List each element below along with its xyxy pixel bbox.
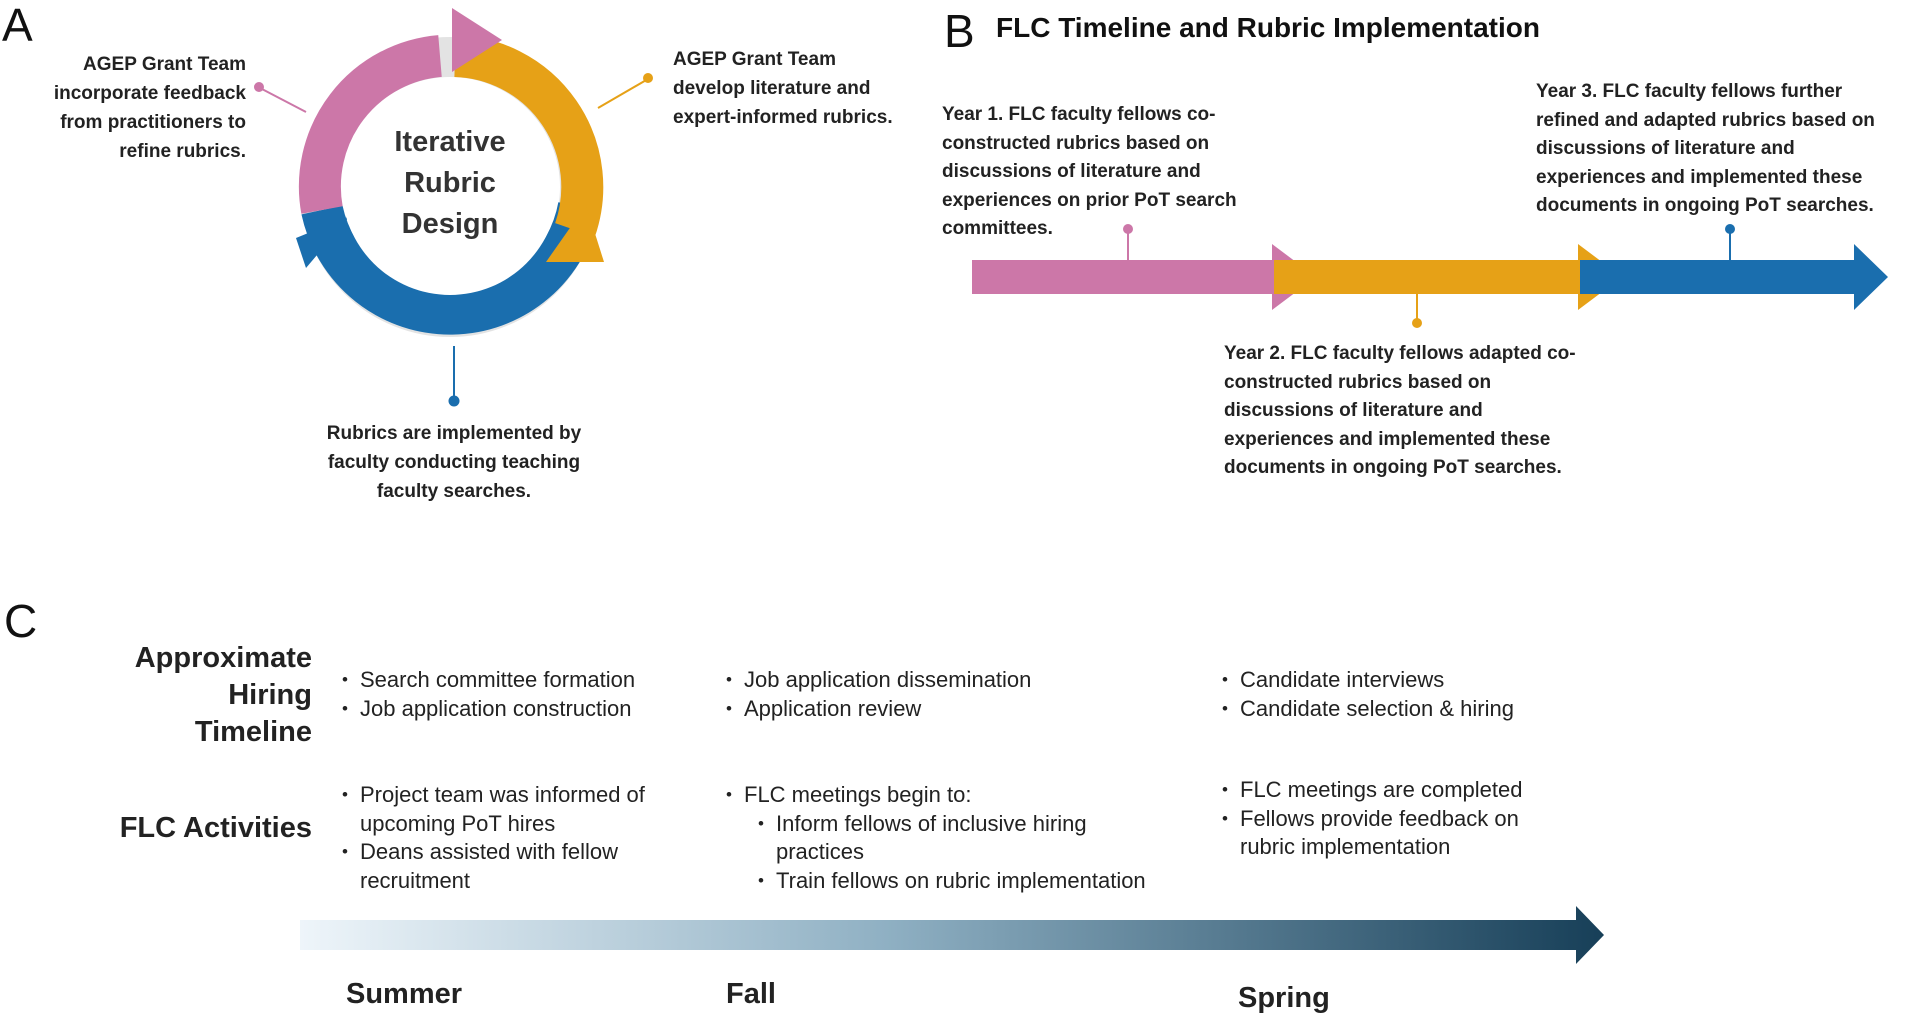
list-item-continuation: recruitment — [360, 867, 471, 893]
list-subitem: Inform fellows of inclusive hiring — [726, 810, 1146, 839]
callout-dot-pink — [254, 82, 264, 92]
list-item: Candidate selection & hiring — [1222, 695, 1514, 724]
cycle-arrowhead-orange — [546, 205, 604, 262]
hiring-fall-list: Job application dissemination Applicatio… — [726, 666, 1031, 723]
season-label-fall: Fall — [726, 978, 776, 1010]
panel-letter-c: C — [4, 595, 38, 647]
cycle-label-orange: AGEP Grant Team develop literature and e… — [673, 49, 893, 128]
list-subitem-continuation: practices — [776, 839, 865, 864]
list-item: Deans assisted with fellow — [342, 838, 645, 867]
season-arrow-shape — [300, 906, 1604, 964]
season-label-summer: Summer — [346, 978, 463, 1010]
list-subitem: Train fellows on rubric implementation — [726, 867, 1146, 896]
hiring-spring-list: Candidate interviews Candidate selection… — [1222, 666, 1514, 723]
timeline-label-year3: Year 3. FLC faculty fellows further refi… — [1536, 81, 1875, 216]
cycle-label-blue: Rubrics are implemented by faculty condu… — [326, 423, 582, 502]
season-label-spring: Spring — [1238, 982, 1330, 1014]
list-item: Candidate interviews — [1222, 666, 1514, 695]
timeline-arrow-year3 — [1580, 244, 1888, 310]
panel-letter-a: A — [2, 0, 33, 51]
cycle-center-label: Iterative Rubric Design — [394, 126, 506, 240]
cycle-arrowhead-blue — [296, 216, 350, 268]
flc-fall-list: FLC meetings begin to: Inform fellows of… — [726, 781, 1146, 895]
callout-dot-orange — [643, 73, 653, 83]
list-item: FLC meetings are completed — [1222, 776, 1522, 805]
list-item: Fellows provide feedback on — [1222, 805, 1522, 834]
row-head-flc-activities: FLC Activities — [119, 812, 312, 844]
list-item: Job application construction — [342, 695, 635, 724]
panel-b-title: FLC Timeline and Rubric Implementation — [996, 12, 1540, 43]
cycle-label-pink: AGEP Grant Team incorporate feedback fro… — [53, 54, 246, 162]
flc-summer-list: Project team was informed of upcoming Po… — [342, 781, 645, 895]
list-item: Project team was informed of — [342, 781, 645, 810]
list-item: Application review — [726, 695, 1031, 724]
season-gradient-arrow — [300, 906, 1604, 964]
row-head-hiring-timeline: Approximate Hiring Timeline — [134, 642, 312, 748]
cycle-center-circle — [342, 79, 558, 295]
list-item: FLC meetings begin to: — [726, 781, 1146, 810]
callout-dot-year1 — [1123, 224, 1133, 234]
callout-dot-year2 — [1412, 318, 1422, 328]
callout-dot-year3 — [1725, 224, 1735, 234]
hiring-summer-list: Search committee formation Job applicati… — [342, 666, 635, 723]
timeline-arrow-year1 — [972, 244, 1316, 310]
panel-letter-b: B — [944, 5, 975, 57]
list-item: Search committee formation — [342, 666, 635, 695]
iterative-cycle-diagram — [254, 8, 653, 407]
list-item-continuation: upcoming PoT hires — [360, 810, 556, 836]
timeline-arrow-year2 — [1274, 244, 1622, 310]
flc-spring-list: FLC meetings are completed Fellows provi… — [1222, 776, 1522, 862]
cycle-arrow-pink — [298, 35, 443, 214]
list-item-continuation: rubric implementation — [1240, 834, 1451, 859]
list-item: Job application dissemination — [726, 666, 1031, 695]
cycle-arrowhead-pink — [452, 8, 502, 72]
callout-dot-blue — [448, 395, 460, 407]
cycle-arrow-orange — [453, 35, 604, 237]
timeline-label-year1: Year 1. FLC faculty fellows co- construc… — [942, 104, 1237, 239]
timeline-label-year2: Year 2. FLC faculty fellows adapted co- … — [1224, 343, 1576, 478]
flc-timeline-arrows — [972, 224, 1888, 328]
